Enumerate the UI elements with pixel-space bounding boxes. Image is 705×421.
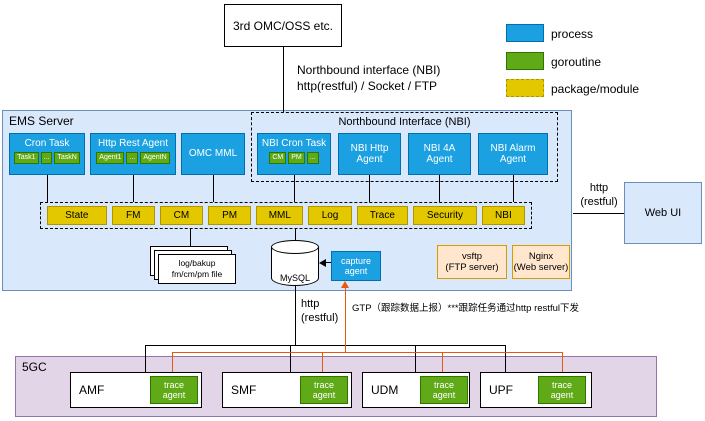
- goroutine-nbi-ellipsis: ...: [306, 152, 319, 164]
- webui-link-caption: http (restful): [576, 181, 622, 209]
- nf-udm-label: UDM: [371, 383, 399, 397]
- south-link-caption: http (restful): [301, 297, 338, 325]
- goroutine-pm: PM: [288, 152, 305, 164]
- module-fm: FM: [111, 206, 155, 225]
- legend-package-swatch: [506, 79, 544, 97]
- gtp-drop-smf: [322, 352, 323, 376]
- file-store-line1: log/bakup: [178, 258, 216, 269]
- goroutine-agent-ellipsis: ...: [126, 152, 139, 164]
- arrow-gtp-to-capture: [341, 281, 349, 288]
- file-store-line2: fm/cm/pm file: [171, 269, 223, 279]
- connector-nbialarm-modules: [513, 175, 514, 202]
- connector-httprest-modules: [133, 175, 134, 202]
- bus-5gc: [145, 345, 505, 346]
- module-security: Security: [413, 206, 477, 225]
- connector-modules-files: [190, 229, 191, 246]
- gtp-drop-upf: [562, 352, 563, 376]
- vsftp-server: vsftp (FTP server): [437, 245, 507, 279]
- connector-nbihttp-modules: [369, 175, 370, 202]
- trace-agent-amf: trace agent: [150, 376, 198, 404]
- connector-omc-to-nbi: [283, 47, 284, 112]
- gtp-note: GTP（跟踪数据上报）***跟踪任务通过http restful下发: [352, 303, 579, 314]
- drop-smf: [290, 345, 291, 372]
- nbi-http-agent-process: NBI Http Agent: [338, 133, 401, 175]
- file-store: log/bakup fm/cm/pm file: [150, 246, 236, 284]
- ems-server-label: EMS Server: [9, 114, 74, 128]
- connector-ems-5gc: [295, 286, 296, 345]
- package-module-row: State FM CM PM MML Log Trace Security NB…: [40, 202, 532, 229]
- arrow-capture-to-mysql: [319, 259, 326, 267]
- connector-nbicron-modules: [294, 175, 295, 202]
- connector-capture-mysql: [326, 262, 331, 263]
- module-log: Log: [308, 206, 352, 225]
- gtp-link-main: [345, 288, 346, 352]
- module-cm: CM: [159, 206, 203, 225]
- nbi-cron-task-process: NBI Cron Task CM PM ...: [257, 133, 331, 175]
- gtp-drop-amf: [172, 352, 173, 376]
- module-pm: PM: [207, 206, 252, 225]
- nbi-group-title: Northbound Interface (NBI): [338, 116, 471, 128]
- nbi-interface-group: Northbound Interface (NBI): [251, 112, 558, 182]
- nbi-caption-line2: http(restful) / Socket / FTP: [297, 79, 438, 93]
- legend-goroutine-label: goroutine: [551, 55, 602, 69]
- goroutine-taskn: TaskN: [54, 152, 80, 164]
- mysql-cylinder-top: [271, 240, 319, 254]
- module-state: State: [47, 206, 107, 225]
- goroutine-task1: Task1: [14, 152, 39, 164]
- omc-oss-box: 3rd OMC/OSS etc.: [224, 4, 342, 47]
- nbi-caption-line1: Northbound interface (NBI): [297, 63, 441, 77]
- cron-task-label: Cron Task: [24, 138, 70, 149]
- webui-link-line2: (restful): [580, 196, 618, 208]
- connector-modules-mysql: [295, 229, 296, 240]
- mysql-label: MySQL: [279, 273, 310, 283]
- vsftp-line1: vsftp: [461, 250, 483, 262]
- module-mml: MML: [256, 206, 304, 225]
- connector-crontask-modules: [47, 175, 48, 202]
- drop-amf: [145, 345, 146, 372]
- module-trace: Trace: [356, 206, 409, 225]
- omc-mml-process: OMC MML: [181, 133, 245, 175]
- legend-process-swatch: [506, 24, 544, 42]
- nf-smf-label: SMF: [231, 383, 257, 397]
- south-link-line1: http: [301, 298, 320, 310]
- nbi-4a-agent-process: NBI 4A Agent: [408, 133, 471, 175]
- trace-agent-udm: trace agent: [420, 376, 468, 404]
- http-rest-agent-process: Http Rest Agent Agent1 ... AgentN: [90, 133, 176, 175]
- drop-udm: [415, 345, 416, 372]
- connector-nbi4a-modules: [439, 175, 440, 202]
- legend-goroutine-swatch: [506, 52, 544, 70]
- connector-omcmml-modules: [213, 175, 214, 202]
- mysql-database: MySQL: [271, 240, 319, 286]
- webui-link-line1: http: [589, 182, 609, 194]
- file-store-page-front: log/bakup fm/cm/pm file: [158, 254, 236, 284]
- nf-amf-label: AMF: [79, 383, 105, 397]
- capture-agent-process: capture agent: [331, 251, 381, 281]
- trace-agent-smf: trace agent: [300, 376, 348, 404]
- cron-task-process: Cron Task Task1 ... TaskN: [9, 133, 85, 175]
- goroutine-cm: CM: [269, 152, 287, 164]
- nginx-server: Nginx (Web server): [512, 245, 570, 279]
- drop-upf: [505, 345, 506, 372]
- connector-ems-webui: [573, 213, 624, 214]
- nbi-alarm-agent-process: NBI Alarm Agent: [478, 133, 548, 175]
- legend-package-label: package/module: [551, 82, 640, 96]
- web-ui-box: Web UI: [624, 182, 702, 244]
- nf-upf-label: UPF: [489, 383, 513, 397]
- nginx-line2: (Web server): [513, 262, 569, 273]
- south-link-line2: (restful): [301, 312, 339, 324]
- vsftp-line2: (FTP server): [445, 262, 499, 273]
- gtp-drop-udm: [442, 352, 443, 376]
- http-rest-agent-label: Http Rest Agent: [97, 138, 169, 149]
- nbi-interface-caption: Northbound interface (NBI) http(restful)…: [297, 62, 440, 94]
- trace-agent-upf: trace agent: [538, 376, 586, 404]
- fgc-label: 5GC: [22, 360, 47, 374]
- gtp-bus: [172, 352, 562, 353]
- goroutine-agentn: AgentN: [140, 152, 170, 164]
- nginx-line1: Nginx: [528, 250, 554, 262]
- goroutine-agent1: Agent1: [96, 152, 125, 164]
- goroutine-task-ellipsis: ...: [40, 152, 53, 164]
- legend-process-label: process: [551, 27, 594, 41]
- nbi-cron-task-label: NBI Cron Task: [261, 138, 327, 149]
- module-nbi: NBI: [481, 206, 525, 225]
